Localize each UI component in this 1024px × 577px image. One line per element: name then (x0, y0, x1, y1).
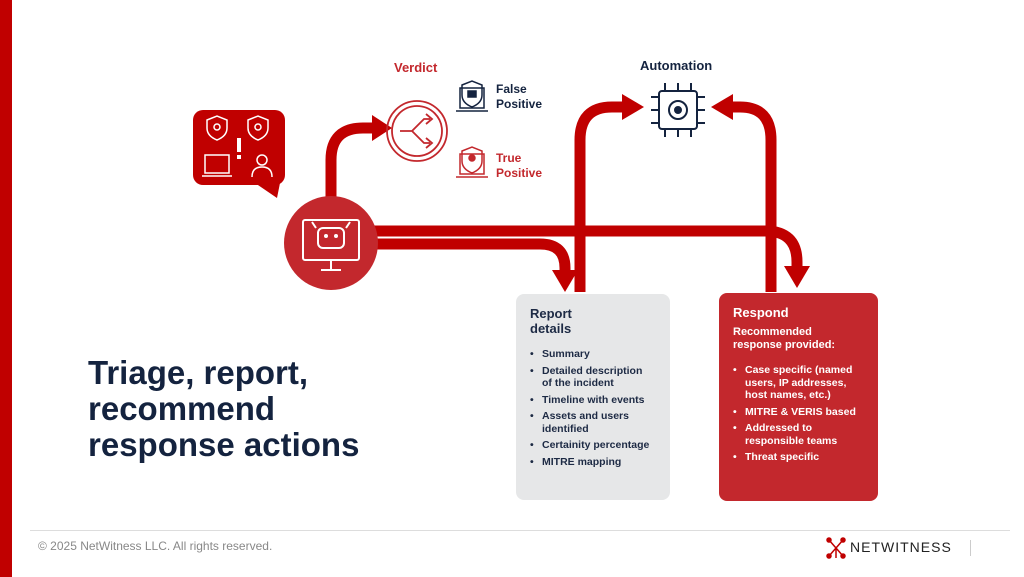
false-positive-label: False Positive (496, 82, 543, 111)
true-positive-label: True Positive (496, 151, 543, 180)
netwitness-logo: NETWITNESS (850, 539, 952, 555)
respond-title: Respond (733, 305, 789, 320)
report-details-card: Report details Summary Detailed descript… (516, 294, 670, 500)
respond-card: Respond Recommended response provided: C… (719, 293, 878, 501)
report-item: Assets and users identified (530, 410, 648, 435)
automation-gear-icon (651, 83, 705, 137)
ai-robot-icon (284, 196, 378, 290)
true-positive-icon (456, 146, 488, 178)
arrow-report-to-automation (574, 101, 625, 292)
report-title: Report details (530, 306, 572, 336)
arrow-to-report (370, 238, 571, 272)
accent-bar (0, 0, 12, 577)
report-item: Timeline with events (530, 394, 648, 407)
page-title: Triage, report, recommend response actio… (88, 354, 360, 463)
verdict-label: Verdict (394, 60, 438, 75)
respond-item: Case specific (named users, IP addresses… (733, 364, 864, 402)
arrow-to-verdict (325, 122, 375, 200)
report-item: Detailed description of the incident (530, 365, 648, 390)
respond-item: Threat specific (733, 451, 864, 464)
alert-bubble-icon (193, 110, 285, 198)
netwitness-logo-icon (826, 537, 846, 559)
false-positive-icon (456, 80, 488, 112)
respond-item: Addressed to responsible teams (733, 422, 845, 447)
report-item: Certainity percentage (530, 439, 649, 452)
respond-item: MITRE & VERIS based (733, 406, 864, 419)
footer-divider (30, 530, 1010, 531)
automation-label: Automation (640, 58, 713, 73)
respond-subtitle: Recommended response provided: (733, 326, 836, 351)
verdict-split-icon (386, 100, 448, 162)
report-item: Summary (530, 348, 648, 361)
arrow-respond-to-automation (730, 101, 777, 292)
logo-divider (970, 540, 971, 556)
report-item: MITRE mapping (530, 456, 648, 469)
copyright: © 2025 NetWitness LLC. All rights reserv… (38, 539, 273, 553)
arrow-to-respond (370, 225, 803, 268)
